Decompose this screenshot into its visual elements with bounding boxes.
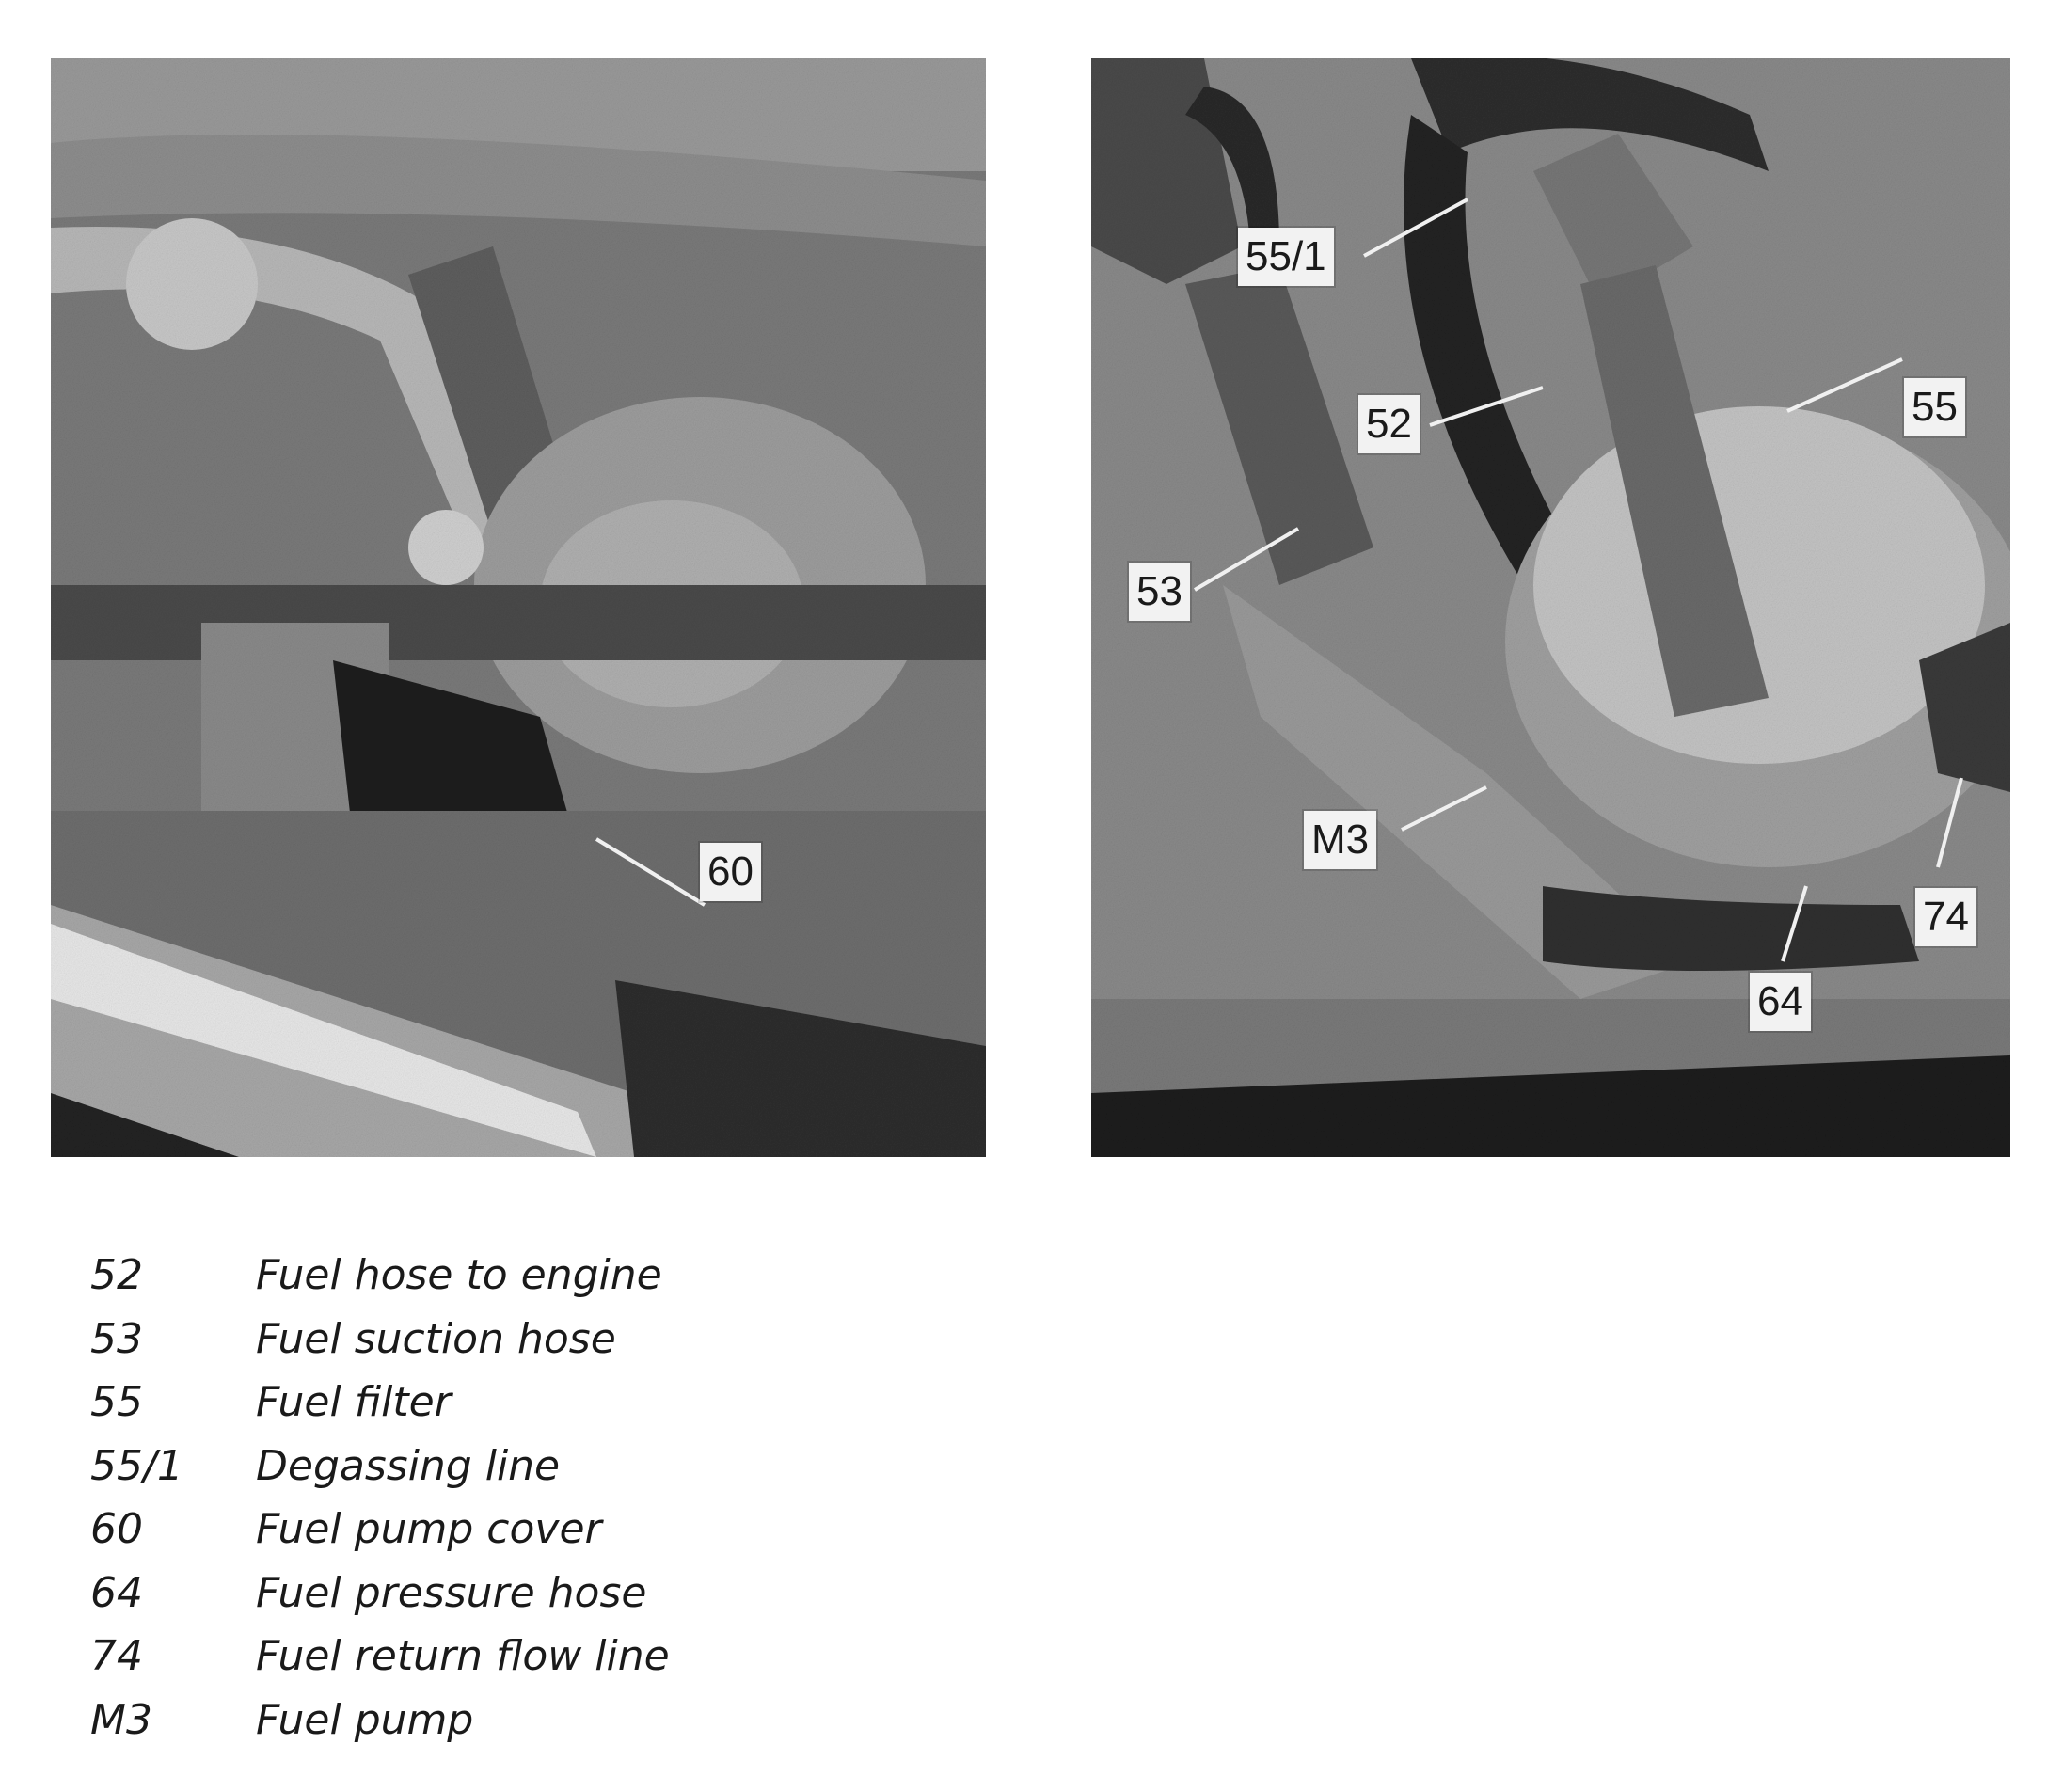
legend-description: Fuel filter (256, 1378, 452, 1426)
leader-line-52 (1429, 386, 1544, 427)
legend-row: 53 Fuel suction hose (90, 1315, 937, 1379)
legend-description: Fuel pump cover (256, 1505, 602, 1553)
legend-row: 52 Fuel hose to engine (90, 1251, 937, 1315)
photo-fuel-pump-cover: 60 (51, 58, 986, 1157)
legend-code: 64 (90, 1568, 143, 1617)
legend-row: 74 Fuel return flow line (90, 1632, 937, 1696)
legend-description: Fuel hose to engine (256, 1251, 662, 1299)
callout-64: 64 (1750, 973, 1811, 1031)
legend-row: 55 Fuel filter (90, 1378, 937, 1442)
legend-row: 64 Fuel pressure hose (90, 1569, 937, 1633)
legend-description: Fuel return flow line (256, 1632, 670, 1680)
legend-code: 52 (90, 1251, 143, 1299)
legend-description: Fuel pump (256, 1695, 474, 1744)
callout-74: 74 (1915, 888, 1976, 946)
legend-code: 60 (90, 1505, 143, 1553)
leader-line-55-1 (1363, 198, 1468, 258)
callout-60: 60 (700, 843, 761, 901)
photo-left-drawing (51, 58, 986, 1157)
parts-legend: 52 Fuel hose to engine 53 Fuel suction h… (90, 1251, 937, 1759)
callout-55-1: 55/1 (1238, 228, 1334, 286)
legend-description: Fuel suction hose (256, 1314, 616, 1363)
leader-line-m3 (1401, 785, 1487, 832)
leader-line-53 (1193, 527, 1300, 592)
legend-row: 60 Fuel pump cover (90, 1505, 937, 1569)
legend-row: M3 Fuel pump (90, 1696, 937, 1760)
legend-description: Degassing line (256, 1441, 561, 1490)
callout-55: 55 (1904, 378, 1965, 436)
legend-description: Fuel pressure hose (256, 1568, 647, 1617)
legend-code: 53 (90, 1314, 143, 1363)
callout-52: 52 (1358, 395, 1420, 453)
legend-code: 55 (90, 1378, 143, 1426)
legend-code: 74 (90, 1632, 143, 1680)
leader-line-60 (595, 837, 706, 907)
legend-code: M3 (90, 1695, 152, 1744)
photo-fuel-filter-pump: 55/1 52 55 53 M3 74 64 (1091, 58, 2010, 1157)
photo-right-drawing (1091, 58, 2010, 1157)
leader-line-64 (1781, 885, 1808, 962)
legend-row: 55/1 Degassing line (90, 1442, 937, 1506)
callout-53: 53 (1129, 563, 1190, 621)
leader-line-55 (1786, 357, 1903, 413)
callout-m3: M3 (1304, 811, 1377, 869)
leader-line-74 (1936, 777, 1963, 868)
legend-code: 55/1 (90, 1441, 183, 1490)
